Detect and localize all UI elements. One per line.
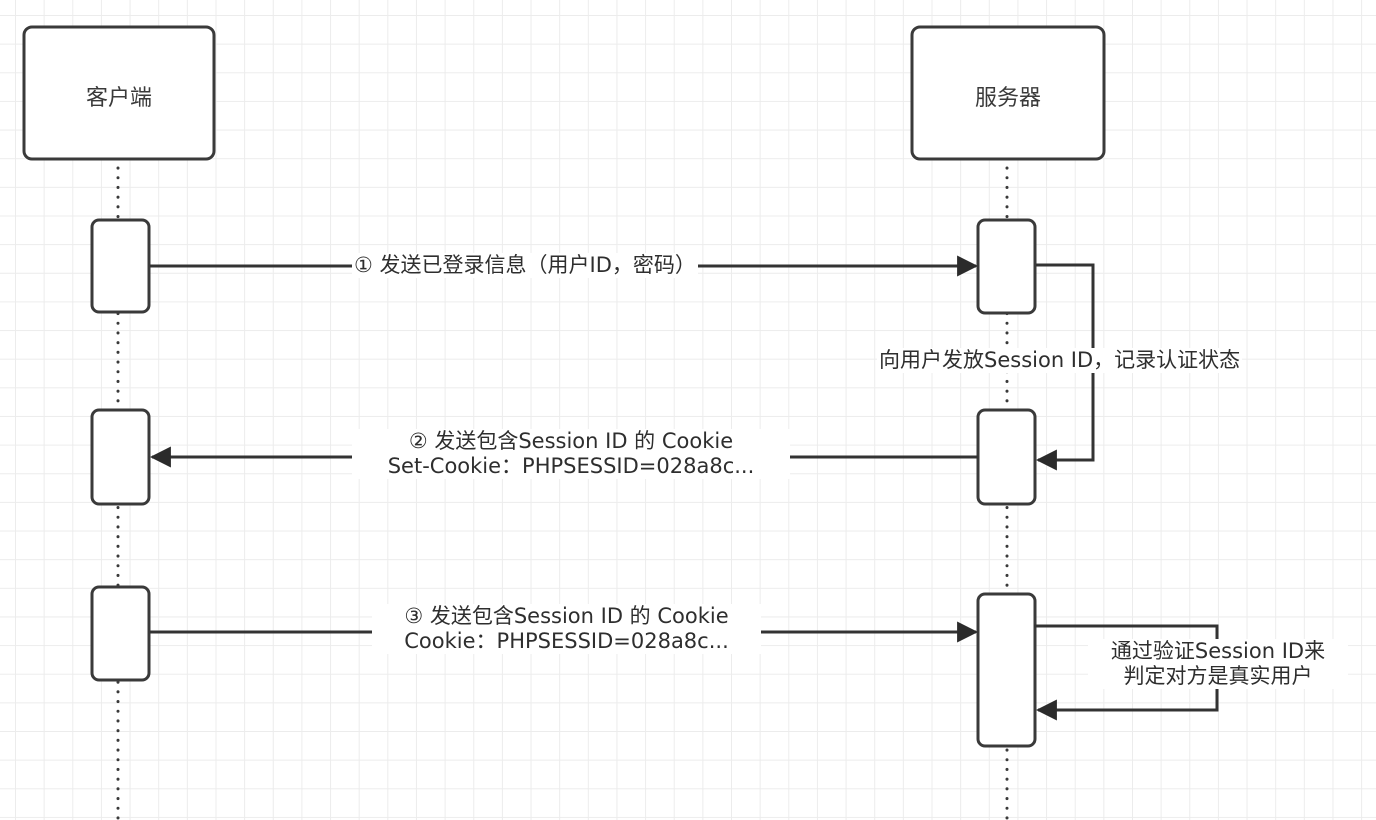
client-activation-3[interactable] bbox=[90, 585, 151, 682]
client-actor-box[interactable] bbox=[22, 25, 216, 161]
message-3-label: ③ 发送包含Session ID 的 Cookie Cookie：PHPSESS… bbox=[372, 604, 761, 654]
message-3-line-2: Cookie：PHPSESSID=028a8c... bbox=[404, 629, 729, 653]
client-actor-label: 客户端 bbox=[85, 86, 152, 111]
message-3-line-1: ③ 发送包含Session ID 的 Cookie bbox=[404, 604, 729, 628]
client-activation-2[interactable] bbox=[90, 408, 151, 506]
server-activation-3[interactable] bbox=[976, 592, 1037, 748]
self-message-validate-line-2: 判定对方是真实用户 bbox=[1123, 664, 1313, 688]
self-message-validate-label: 通过验证Session ID来 判定对方是真实用户 bbox=[1088, 639, 1348, 689]
server-actor-label: 服务器 bbox=[974, 86, 1041, 111]
message-2-line-1: ② 发送包含Session ID 的 Cookie bbox=[408, 429, 734, 453]
server-actor-box[interactable] bbox=[910, 25, 1106, 161]
self-message-validate-line-1: 通过验证Session ID来 bbox=[1110, 639, 1326, 663]
message-2-label: ② 发送包含Session ID 的 Cookie Set-Cookie：PHP… bbox=[352, 429, 790, 479]
message-1-line-1: ① 发送已登录信息（用户ID，密码） bbox=[354, 253, 696, 277]
server-activation-2[interactable] bbox=[976, 408, 1037, 506]
message-2-line-2: Set-Cookie：PHPSESSID=028a8c... bbox=[387, 454, 755, 478]
self-message-issue-session-label: 向用户发放Session ID，记录认证状态 bbox=[877, 348, 1243, 373]
server-activation-1[interactable] bbox=[976, 218, 1037, 315]
client-activation-1[interactable] bbox=[90, 218, 151, 314]
message-1-label: ① 发送已登录信息（用户ID，密码） bbox=[352, 253, 698, 278]
